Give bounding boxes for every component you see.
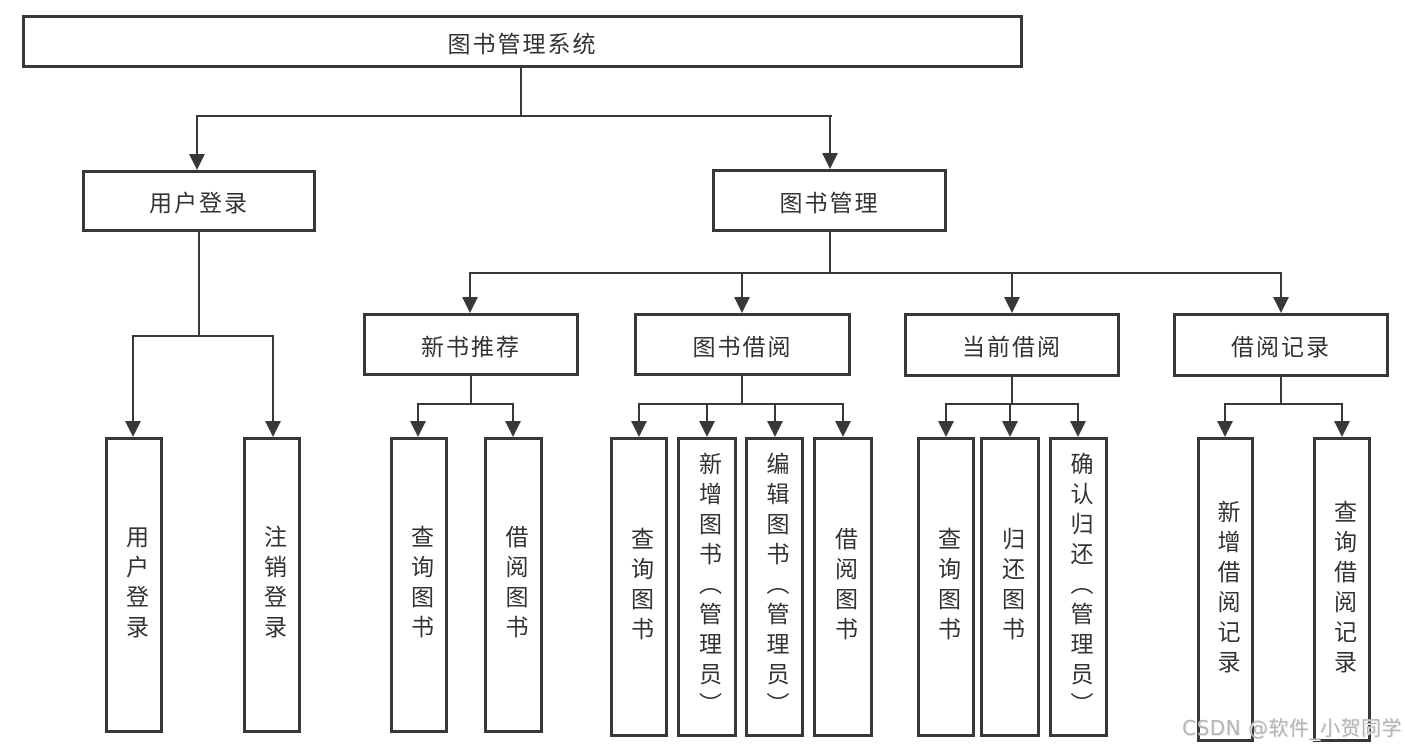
connector-book-borrow-stem <box>741 376 743 403</box>
node-user-login-label: 用户登录 <box>149 191 249 217</box>
arrow-down-icon <box>631 421 647 437</box>
node-query-books-3-label: 查询图书 <box>933 527 960 647</box>
connector-to-new-books <box>469 272 471 300</box>
connector-book-borrow-hline <box>638 403 844 405</box>
connector-to-br-add <box>1224 403 1226 424</box>
connector-to-bb-borrow <box>842 403 844 424</box>
node-book-borrowing-label: 图书借阅 <box>692 334 793 361</box>
node-query-books-3: 查询图书 <box>917 437 975 737</box>
connector-new-books-hline <box>417 403 514 405</box>
connector-book-mgmt-hline <box>469 272 1282 274</box>
connector-to-leaf-logout <box>272 335 274 423</box>
arrow-down-icon <box>189 154 205 170</box>
connector-to-bb-edit <box>774 403 776 424</box>
node-edit-book-admin-label: 编辑图书（管理员） <box>762 452 788 722</box>
connector-to-cb-return <box>1009 403 1011 424</box>
connector-to-cb-query <box>945 403 947 424</box>
arrow-down-icon <box>1217 421 1233 437</box>
node-user-login: 用户登录 <box>82 170 316 232</box>
arrow-down-icon <box>462 297 478 313</box>
node-query-books-1-label: 查询图书 <box>406 525 433 645</box>
arrow-down-icon <box>1002 421 1018 437</box>
node-current-borrowing: 当前借阅 <box>904 313 1120 377</box>
node-query-books-1: 查询图书 <box>390 437 448 733</box>
arrow-down-icon <box>1004 297 1020 313</box>
node-confirm-return-admin: 确认归还（管理员） <box>1049 437 1108 737</box>
node-return-book: 归还图书 <box>980 437 1040 737</box>
arrow-down-icon <box>822 153 838 169</box>
node-add-borrow-record-label: 新增借阅记录 <box>1213 499 1239 680</box>
node-borrow-books-1-label: 借阅图书 <box>501 525 527 645</box>
connector-to-borrow-records <box>1280 272 1282 300</box>
node-new-book-recommend-label: 新书推荐 <box>421 334 521 361</box>
connector-borrow-records-stem <box>1280 377 1282 403</box>
connector-to-leaf-user-login <box>132 335 134 423</box>
node-borrow-books-2: 借阅图书 <box>813 437 873 737</box>
connector-to-bb-query <box>638 403 640 424</box>
node-library-system: 图书管理系统 <box>22 15 1023 68</box>
arrow-down-icon <box>767 421 783 437</box>
connector-current-borrow-stem <box>1011 377 1013 403</box>
node-query-books-2-label: 查询图书 <box>626 527 653 647</box>
arrow-down-icon <box>1334 421 1350 437</box>
watermark-text: CSDN @软件_小贺同学 <box>1182 716 1402 740</box>
arrow-down-icon <box>505 421 521 437</box>
node-leaf-logout-label: 注销登录 <box>259 525 286 645</box>
connector-to-cb-confirm <box>1077 403 1079 424</box>
node-confirm-return-admin-label: 确认归还（管理员） <box>1066 452 1092 722</box>
node-book-management-label: 图书管理 <box>779 190 880 217</box>
connector-root-to-book-mgmt <box>829 115 831 156</box>
arrow-down-icon <box>938 421 954 437</box>
node-add-book-admin-label: 新增图书（管理员） <box>694 452 721 722</box>
connector-to-bb-add <box>706 403 708 424</box>
node-new-book-recommend: 新书推荐 <box>363 313 579 376</box>
node-current-borrowing-label: 当前借阅 <box>962 335 1062 361</box>
node-query-borrow-record-label: 查询借阅记录 <box>1329 499 1356 680</box>
node-add-book-admin: 新增图书（管理员） <box>677 437 737 737</box>
node-book-management: 图书管理 <box>712 169 947 232</box>
connector-new-books-stem <box>470 376 472 403</box>
arrow-down-icon <box>734 297 750 313</box>
node-book-borrowing: 图书借阅 <box>634 313 851 376</box>
arrow-down-icon <box>410 421 426 437</box>
connector-user-login-hline <box>132 335 274 337</box>
connector-to-nb-borrow <box>512 403 514 424</box>
connector-current-borrow-hline <box>945 403 1079 405</box>
connector-to-book-borrow <box>741 272 743 300</box>
arrow-down-icon <box>699 421 715 437</box>
node-leaf-logout: 注销登录 <box>243 437 301 733</box>
node-library-system-label: 图书管理系统 <box>447 31 598 58</box>
connector-root-hline <box>196 115 832 117</box>
connector-root-to-user-login <box>196 115 198 157</box>
node-query-borrow-record: 查询借阅记录 <box>1313 437 1371 742</box>
node-edit-book-admin: 编辑图书（管理员） <box>745 437 804 737</box>
node-leaf-user-login-label: 用户登录 <box>121 525 148 645</box>
connector-user-login-stem <box>198 232 200 335</box>
node-leaf-user-login: 用户登录 <box>105 437 163 733</box>
connector-book-mgmt-stem <box>829 232 831 272</box>
node-borrow-books-1: 借阅图书 <box>484 437 543 733</box>
arrow-down-icon <box>1273 297 1289 313</box>
node-add-borrow-record: 新增借阅记录 <box>1197 437 1254 742</box>
connector-to-current-borrow <box>1011 272 1013 300</box>
arrow-down-icon <box>125 421 141 437</box>
node-query-books-2: 查询图书 <box>610 437 668 737</box>
connector-root-stem <box>520 68 522 115</box>
node-return-book-label: 归还图书 <box>997 527 1024 647</box>
node-borrow-books-2-label: 借阅图书 <box>830 527 857 647</box>
arrow-down-icon <box>1070 421 1086 437</box>
connector-borrow-records-hline <box>1224 403 1343 405</box>
arrow-down-icon <box>835 421 851 437</box>
node-borrow-records-label: 借阅记录 <box>1231 335 1331 361</box>
connector-to-nb-query <box>417 403 419 424</box>
connector-to-br-query <box>1341 403 1343 424</box>
node-borrow-records: 借阅记录 <box>1173 313 1389 377</box>
arrow-down-icon <box>265 421 281 437</box>
